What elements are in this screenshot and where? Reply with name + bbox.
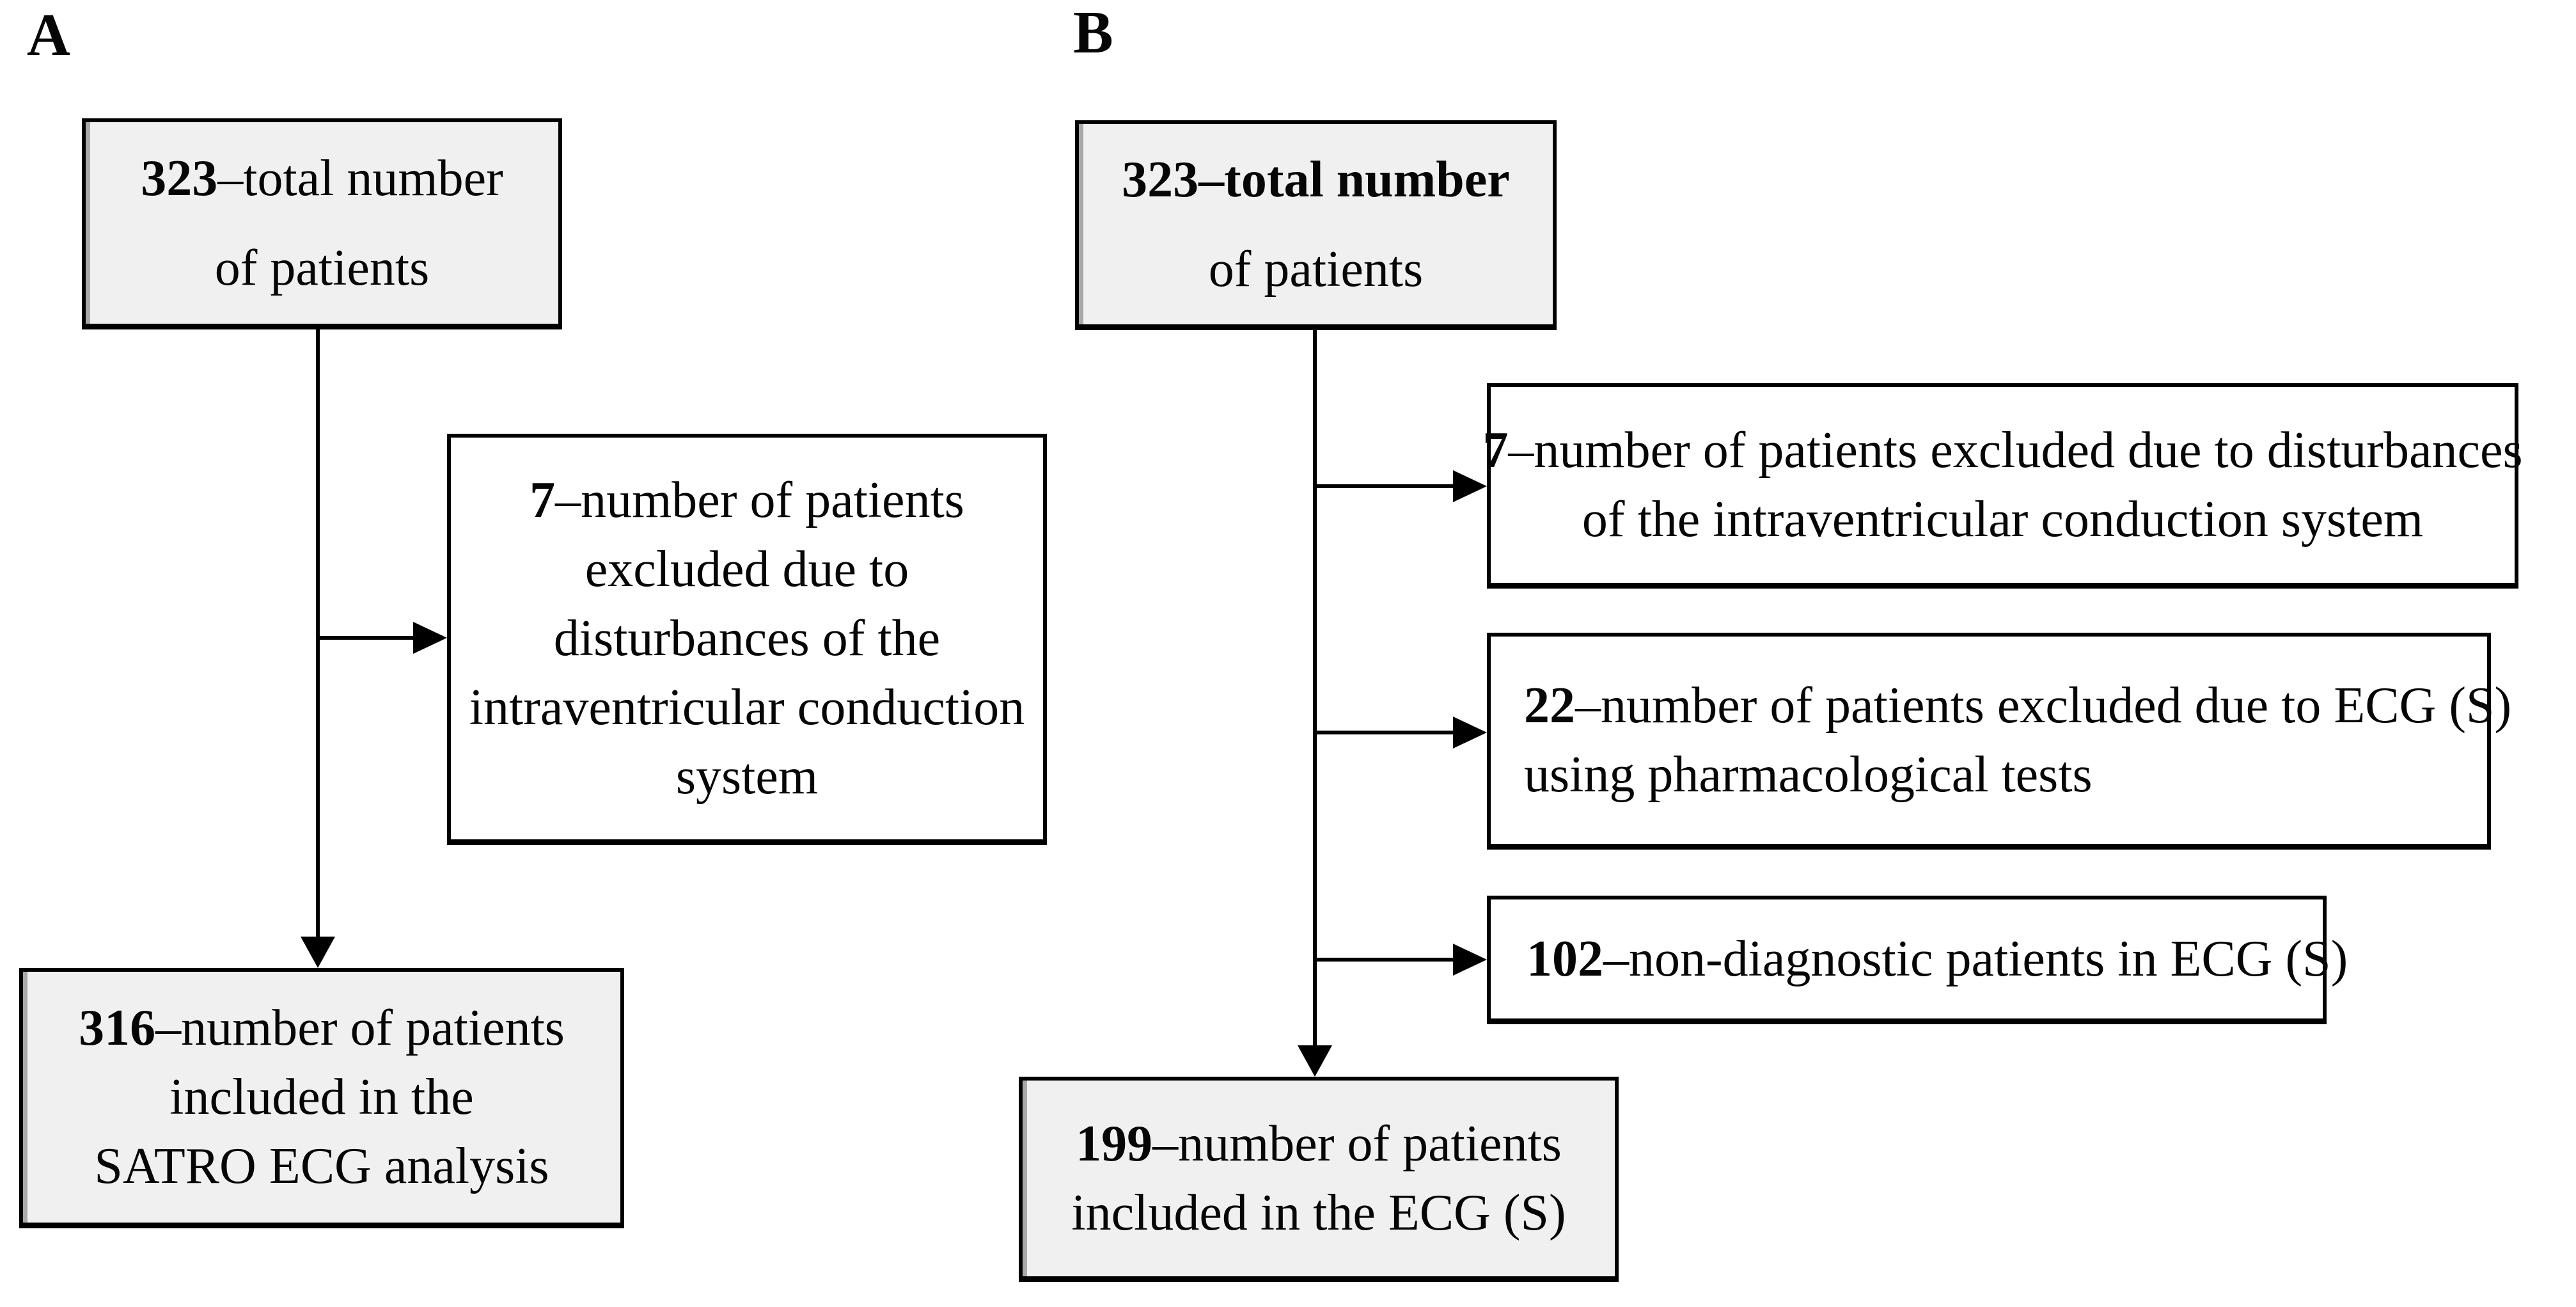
connector-b-branch-3-line	[1315, 958, 1454, 962]
box-text-line: of the intraventricular conduction syste…	[1582, 491, 2424, 548]
arrowhead-a-right-icon	[413, 622, 447, 654]
patient-count: 323	[141, 150, 218, 207]
box-text-line: 102–non-diagnostic patients in ECG (S)	[1527, 924, 2348, 994]
panel-b-included-patients-box: 199–number of patients included in the E…	[1019, 1077, 1619, 1282]
panel-a-excluded-patients-box: 7–number of patients excluded due to dis…	[447, 434, 1047, 845]
box-text-line: 316–number of patients	[79, 994, 565, 1063]
patient-count: 7	[530, 472, 556, 528]
box-text: –number of patients	[555, 472, 964, 528]
connector-a-branch-line	[318, 636, 415, 640]
connector-b-vertical-line	[1313, 329, 1317, 1047]
box-text-line: 199–number of patients	[1076, 1109, 1562, 1178]
box-text-line: disturbances of the	[553, 610, 941, 667]
box-text-line: included in the ECG (S)	[1071, 1185, 1566, 1241]
box-text-line: system	[675, 749, 819, 805]
box-text: –number of patients excluded due to ECG …	[1575, 677, 2512, 734]
panel-a-label: A	[27, 2, 70, 68]
connector-b-branch-2-line	[1315, 731, 1454, 734]
arrowhead-b-down-icon	[1298, 1045, 1332, 1077]
patient-count: 22	[1524, 677, 1575, 734]
box-text-line: of patients	[214, 239, 430, 296]
panel-b-excluded-box-2: 22–number of patients excluded due to EC…	[1487, 633, 2511, 850]
box-text: –total number	[217, 150, 503, 207]
box-text: –non-diagnostic patients in ECG (S)	[1603, 931, 2348, 987]
patient-count: 316	[79, 1000, 156, 1056]
patient-count: 7	[1482, 422, 1509, 479]
box-text-line: 7–number of patients	[530, 466, 964, 535]
box-text-line: 22–number of patients excluded due to EC…	[1524, 671, 2511, 740]
panel-a-total-patients-box: 323–total number of patients	[82, 118, 562, 329]
panel-b-excluded-box-3: 102–non-diagnostic patients in ECG (S)	[1487, 896, 2348, 1024]
panel-b-total-patients-box: 323–total number of patients	[1075, 120, 1557, 330]
box-text-line: of patients	[1208, 241, 1424, 297]
arrowhead-b1-right-icon	[1453, 470, 1487, 502]
box-text-line: 323–total number	[1122, 151, 1510, 208]
panel-b-excluded-box-1: 7–number of patients excluded due to dis…	[1482, 383, 2523, 589]
patient-count: 102	[1527, 931, 1603, 987]
arrowhead-b3-right-icon	[1453, 944, 1487, 976]
panel-a-included-patients-box: 316–number of patients included in the S…	[19, 968, 624, 1228]
connector-a-vertical-line	[316, 328, 320, 939]
box-text: –number of patients excluded due to dist…	[1508, 422, 2523, 479]
box-text-line: excluded due to	[585, 541, 909, 598]
box-text-line: 323–total number	[141, 134, 503, 223]
connector-b-branch-1-line	[1315, 484, 1454, 488]
box-text-line: intraventricular conduction	[469, 679, 1025, 736]
box-text: –number of patients	[1152, 1116, 1562, 1172]
box-text-line: SATRO ECG analysis	[94, 1138, 549, 1194]
arrowhead-a-down-icon	[301, 937, 335, 968]
box-text-line: included in the	[169, 1069, 474, 1125]
panel-b-label: B	[1073, 0, 1113, 66]
patient-count: 199	[1076, 1116, 1153, 1172]
arrowhead-b2-right-icon	[1453, 717, 1487, 749]
box-text-line: 7–number of patients excluded due to dis…	[1482, 416, 2522, 485]
box-text-line: using pharmacological tests	[1524, 747, 2093, 803]
box-text: –number of patients	[155, 1000, 565, 1056]
